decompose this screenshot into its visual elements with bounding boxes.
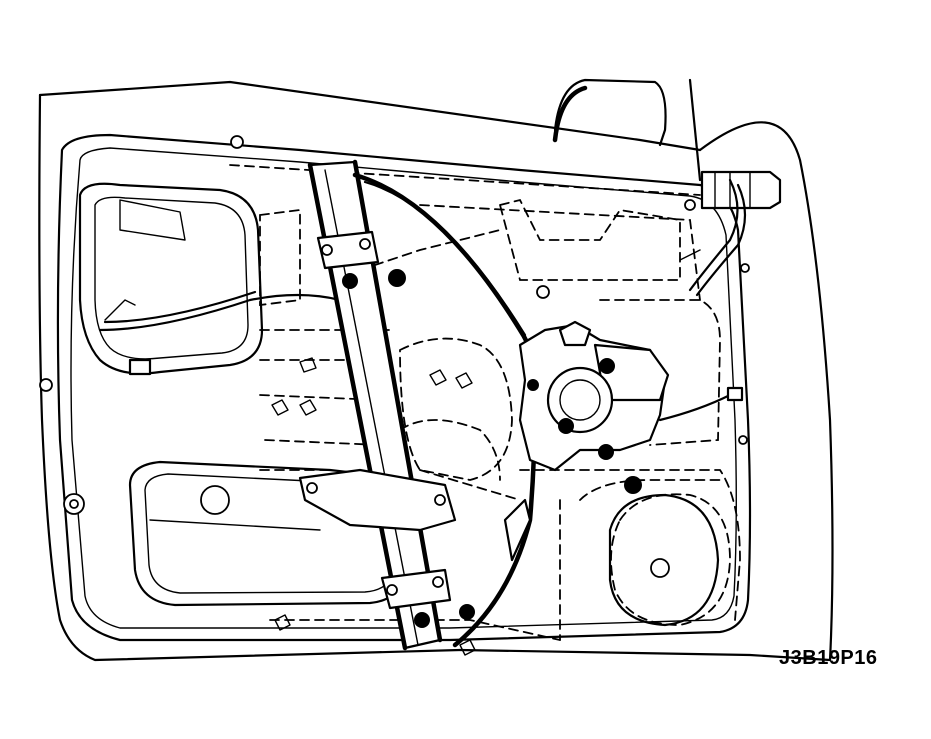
panel-holes [39,135,750,656]
regulator-rail [298,159,457,651]
hidden-outlines [229,164,741,641]
speaker [608,493,720,627]
wire-harness [658,170,782,422]
mounting-bolts [342,269,642,628]
upper-access-opening [78,182,342,376]
figure-code-label: J3B19P16 [779,647,878,669]
door-outer-panel [38,78,834,662]
regulator-motor [518,320,670,472]
